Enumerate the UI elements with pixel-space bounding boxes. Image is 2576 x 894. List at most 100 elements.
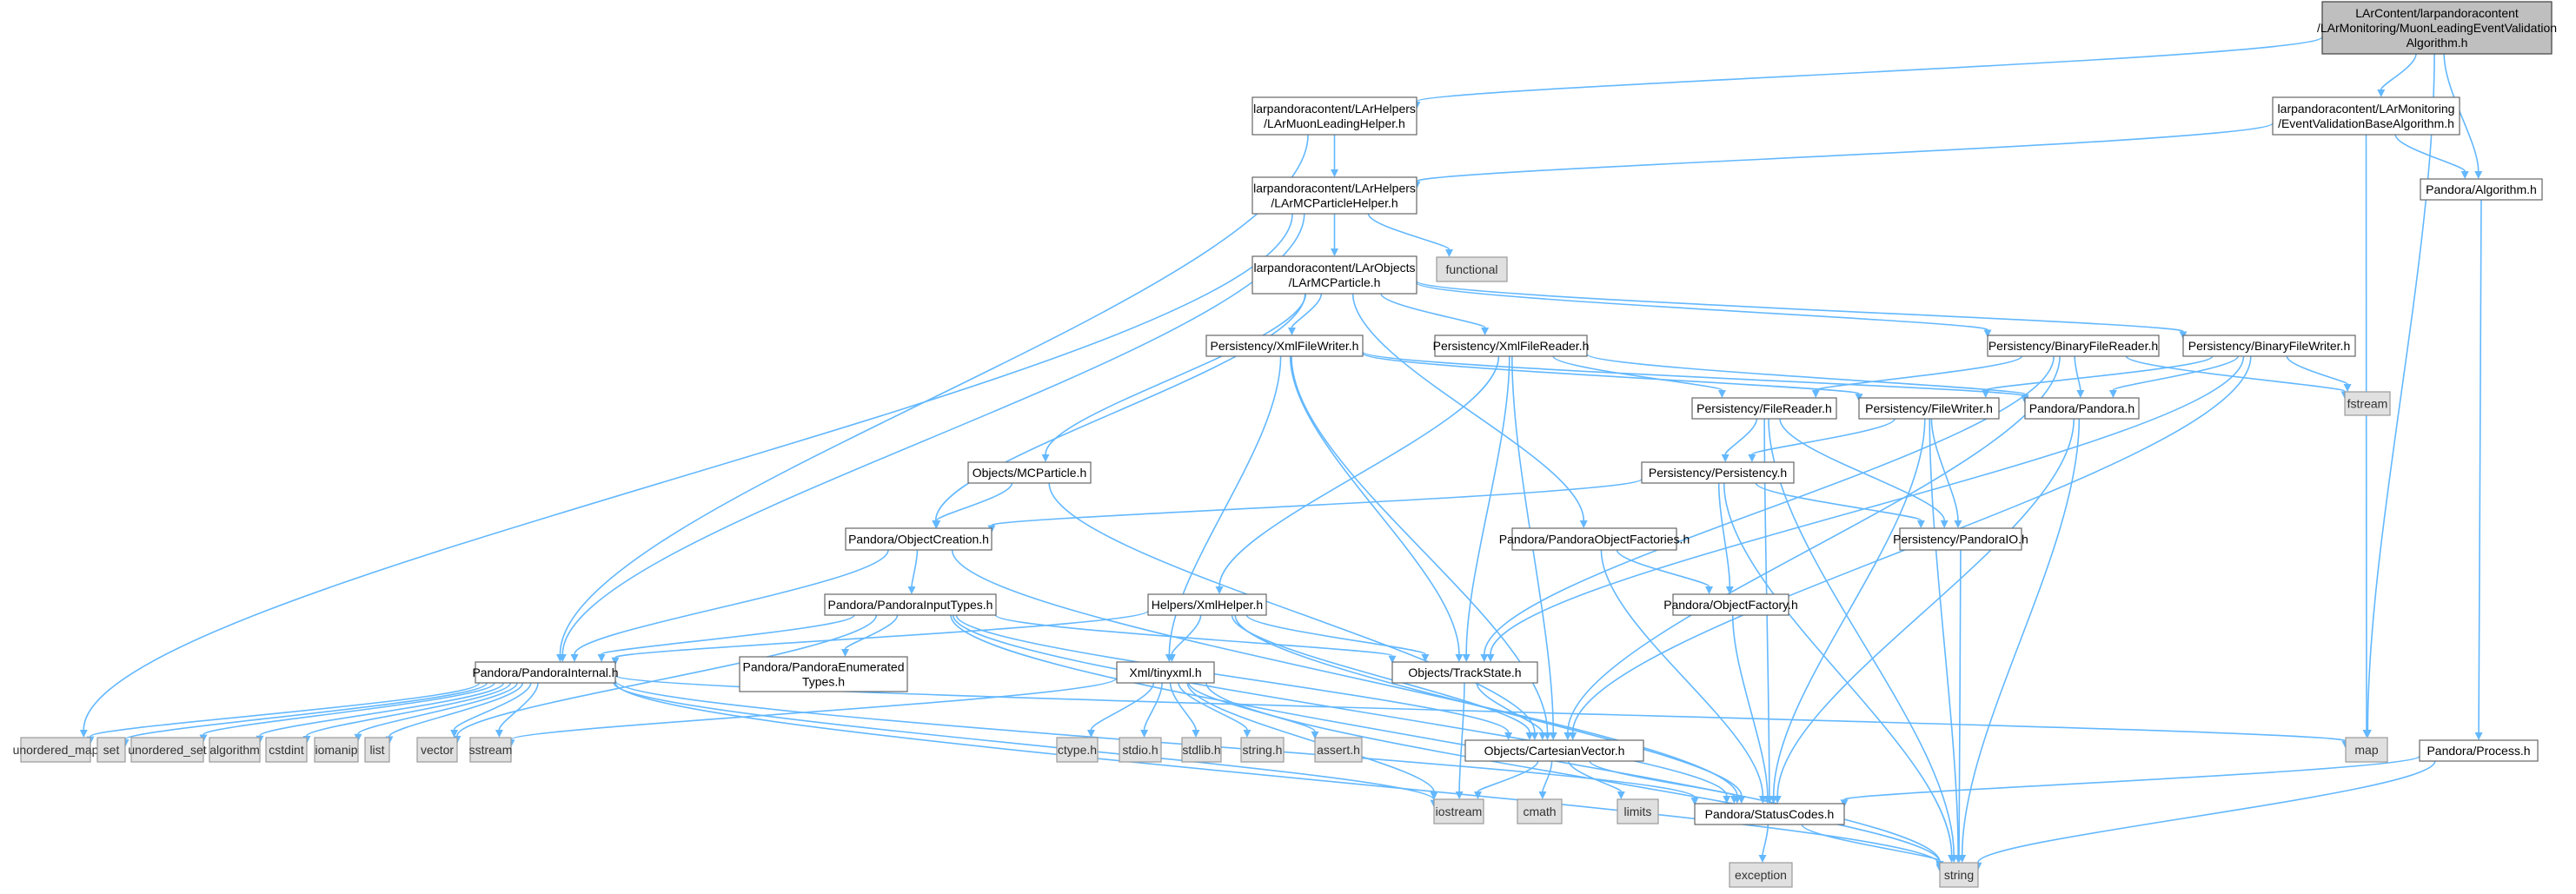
edge-tx-to-stdio	[1140, 682, 1163, 738]
node-of[interactable]: Pandora/ObjectFactory.h	[1663, 593, 1798, 616]
node-box	[209, 737, 261, 763]
node-box	[1205, 334, 1364, 357]
node-label: ctype.h	[1058, 743, 1097, 757]
node-stdio: stdio.h	[1119, 737, 1162, 763]
node-mcph[interactable]: larpandoracontent/LArHelpers/LArMCPartic…	[1251, 176, 1417, 215]
node-box	[1056, 737, 1099, 763]
edge-mlh-to-pi	[556, 134, 1309, 662]
node-pandora[interactable]: Pandora/Pandora.h	[2024, 397, 2140, 420]
node-box	[20, 737, 91, 763]
edge-evba-to-alg	[2394, 134, 2469, 179]
arrowhead	[1455, 791, 1464, 799]
node-box	[475, 661, 616, 684]
node-fr[interactable]: Persistency/FileReader.h	[1691, 397, 1837, 420]
edge-tx-to-ctype	[1086, 682, 1155, 738]
node-box	[1434, 334, 1588, 357]
node-oc[interactable]: Pandora/ObjectCreation.h	[845, 527, 993, 551]
node-box	[1119, 737, 1162, 763]
node-box	[1672, 593, 1789, 616]
node-mcp[interactable]: Objects/MCParticle.h	[967, 461, 1092, 484]
edge-root-to-mlh	[1412, 36, 2323, 109]
arrowhead	[1763, 796, 1772, 804]
node-label: Objects/TrackState.h	[1408, 666, 1521, 679]
node-label: Pandora/Algorithm.h	[2426, 182, 2537, 196]
node-box	[364, 737, 390, 763]
edge-lmcp-to-pof	[1351, 293, 1588, 528]
arrowhead	[1811, 390, 1820, 398]
node-box	[1464, 739, 1644, 762]
node-box	[2345, 737, 2388, 763]
node-pio[interactable]: Persistency/PandoraIO.h	[1893, 527, 2028, 551]
node-box	[469, 737, 512, 763]
arrowhead	[2343, 384, 2352, 392]
arrowhead	[2076, 390, 2085, 398]
node-bfr[interactable]: Persistency/BinaryFileReader.h	[1987, 334, 2160, 357]
edge-mcph-to-lmcp	[1331, 213, 1338, 256]
arrowhead	[1481, 328, 1490, 335]
node-xh[interactable]: Helpers/XmlHelper.h	[1147, 593, 1267, 616]
node-label: Pandora/PandoraEnumerated	[742, 660, 904, 674]
node-cv[interactable]: Objects/CartesianVector.h	[1464, 739, 1644, 762]
node-label: unordered_set	[128, 743, 206, 757]
arrowhead	[611, 657, 620, 666]
edge-lmcp-to-oc	[932, 293, 1306, 528]
node-box	[2344, 391, 2391, 416]
node-xfw[interactable]: Persistency/XmlFileWriter.h	[1205, 334, 1364, 357]
edge-oc-to-pit	[907, 549, 919, 594]
node-label: Objects/MCParticle.h	[973, 466, 1086, 480]
arrowhead	[1690, 798, 1699, 806]
edge-bfw-to-fw	[1982, 355, 2214, 398]
node-label: Persistency/XmlFileReader.h	[1433, 339, 1590, 353]
arrowhead	[2108, 390, 2117, 398]
edge-tx-to-iostream	[1186, 682, 1438, 800]
node-label: /LArMonitoring/MuonLeadingEventValidatio…	[2317, 21, 2557, 35]
node-bfw[interactable]: Persistency/BinaryFileWriter.h	[2182, 334, 2356, 357]
node-label: iomanip	[315, 743, 357, 757]
node-fw[interactable]: Persistency/FileWriter.h	[1858, 397, 2000, 420]
node-label: /LArMCParticleHelper.h	[1271, 196, 1398, 210]
arrowhead	[1982, 390, 1990, 398]
edge-fr-to-pio	[1779, 418, 1949, 528]
node-label: Persistency/Persistency.h	[1649, 466, 1787, 480]
node-proc[interactable]: Pandora/Process.h	[2419, 739, 2539, 762]
node-label: Types.h	[802, 675, 845, 689]
node-box	[1617, 798, 1659, 824]
node-box	[739, 656, 908, 692]
arrowhead	[1948, 855, 1956, 863]
node-pof[interactable]: Pandora/PandoraObjectFactories.h	[1499, 527, 1690, 551]
node-box	[416, 737, 458, 763]
node-lmcp[interactable]: larpandoracontent/LArObjects/LArMCPartic…	[1251, 255, 1417, 295]
node-ts[interactable]: Objects/TrackState.h	[1391, 661, 1538, 684]
arrowhead	[1954, 520, 1962, 528]
node-alg[interactable]: Pandora/Algorithm.h	[2420, 178, 2543, 201]
node-label: Persistency/FileWriter.h	[1865, 401, 1993, 415]
edge-pandora-to-string	[1958, 418, 2081, 863]
edge-ts-to-cv	[1476, 682, 1547, 740]
arrowhead	[1462, 654, 1471, 662]
node-root[interactable]: LArContent/larpandoracontent/LArMonitori…	[2317, 1, 2557, 55]
edge-tx-to-asserth	[1188, 682, 1319, 739]
arrowhead	[450, 730, 459, 738]
edge-xfw-to-tx	[1165, 355, 1282, 662]
node-pit[interactable]: Pandora/PandoraInputTypes.h	[824, 593, 997, 616]
node-xfr[interactable]: Persistency/XmlFileReader.h	[1433, 334, 1590, 357]
node-evba[interactable]: larpandoracontent/LArMonitoring/EventVal…	[2272, 96, 2460, 136]
edge-xh-to-ts	[1245, 614, 1430, 662]
node-box	[1987, 334, 2160, 357]
edge-sc-to-string	[1801, 824, 1944, 869]
node-sc[interactable]: Pandora/StatusCodes.h	[1694, 803, 1845, 825]
arrowhead	[1940, 520, 1949, 528]
arrowhead	[495, 730, 503, 738]
node-label: Persistency/FileReader.h	[1696, 401, 1832, 415]
edge-bfw-to-ts	[1486, 355, 2245, 662]
node-mlh[interactable]: larpandoracontent/LArHelpers/LArMuonLead…	[1251, 96, 1417, 136]
node-box	[2272, 96, 2460, 136]
node-label: sstream	[469, 743, 513, 757]
node-pi[interactable]: Pandora/PandoraInternal.h	[472, 661, 619, 684]
edge-xfw-to-cv	[1291, 355, 1552, 740]
node-pers[interactable]: Persistency/Persistency.h	[1641, 461, 1795, 484]
node-tx[interactable]: Xml/tinyxml.h	[1116, 661, 1215, 684]
edge-mcph-to-umap	[79, 213, 1293, 738]
